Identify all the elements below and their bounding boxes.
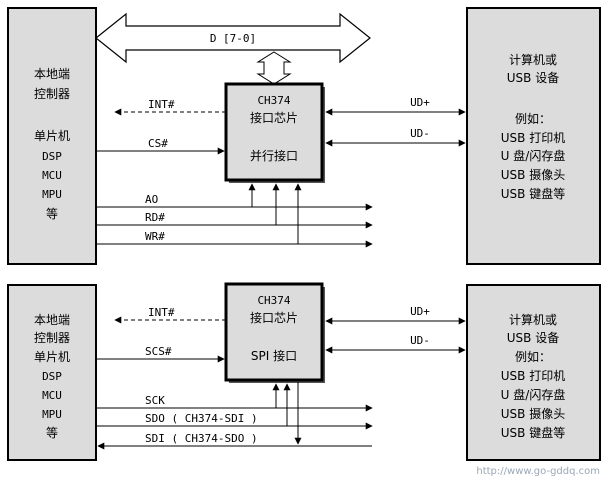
bottom-controller-text: 本地端 控制器 单片机 DSP MCU MPU 等: [34, 313, 70, 440]
bottom-diagram: 本地端 控制器 单片机 DSP MCU MPU 等 计算机或 USB 设备 例如…: [7, 282, 601, 461]
top-left-line-6: MPU: [42, 188, 62, 201]
top-left-line-4: DSP: [42, 150, 62, 163]
top-left-line-0: 本地端: [34, 67, 70, 81]
top-left-line-1: 控制器: [34, 87, 70, 101]
top-int-label: INT#: [148, 98, 175, 111]
top-chip-box: [224, 82, 324, 182]
top-a0-label: AO: [145, 193, 158, 206]
top-left-line-5: MCU: [42, 169, 62, 182]
bottom-chip-line-3: SPI 接口: [251, 348, 297, 363]
bottom-left-line-5: MPU: [42, 408, 62, 421]
top-rd-label: RD#: [145, 211, 165, 224]
bottom-sdi-label: SDI ( CH374-SDO ): [145, 432, 258, 445]
bottom-left-line-1: 控制器: [34, 331, 70, 345]
top-right-line-0: 计算机或: [509, 52, 557, 67]
top-chip-line-1: 接口芯片: [250, 110, 298, 125]
bottom-chip-line-0: CH374: [257, 294, 290, 307]
top-usb-text: 计算机或 USB 设备 例如： USB 打印机 U 盘/闪存盘 USB 摄像头 …: [501, 52, 566, 201]
bottom-right-line-4: U 盘/闪存盘: [501, 387, 566, 402]
bottom-left-line-2: 单片机: [34, 350, 70, 364]
bottom-chip-line-1: 接口芯片: [250, 310, 298, 325]
bottom-sck-label: SCK: [145, 394, 165, 407]
top-left-line-3: 单片机: [34, 129, 70, 143]
bottom-int-label: INT#: [148, 306, 175, 319]
bottom-right-line-5: USB 摄像头: [501, 406, 565, 421]
bottom-usb-text: 计算机或 USB 设备 例如： USB 打印机 U 盘/闪存盘 USB 摄像头 …: [501, 312, 566, 440]
bottom-controller-box: [7, 284, 97, 461]
top-chip-line-3: 并行接口: [250, 148, 298, 163]
bottom-left-line-4: MCU: [42, 389, 62, 402]
top-diagram: 本地端 控制器 单片机 DSP MCU MPU 等 计算机或 USB 设备 例如…: [7, 7, 601, 265]
top-right-line-7: USB 键盘等: [501, 186, 565, 201]
top-right-line-5: U 盘/闪存盘: [501, 148, 566, 163]
bottom-sdo-label: SDO ( CH374-SDI ): [145, 412, 258, 425]
bottom-right-line-0: 计算机或: [509, 312, 557, 327]
bottom-right-line-2: 例如：: [515, 349, 551, 364]
top-udp-label: UD+: [410, 96, 430, 109]
top-right-line-3: 例如：: [515, 111, 551, 126]
top-right-line-6: USB 摄像头: [501, 167, 565, 182]
watermark-text: http://www.go-gddq.com: [476, 466, 600, 477]
bottom-left-line-0: 本地端: [34, 313, 70, 327]
top-right-line-1: USB 设备: [507, 71, 559, 85]
bus-to-chip-arrow: [256, 51, 292, 85]
data-bus-label: D [7-0]: [210, 32, 256, 45]
bottom-right-line-3: USB 打印机: [501, 369, 565, 383]
top-right-line-4: USB 打印机: [501, 131, 565, 145]
bottom-right-line-6: USB 键盘等: [501, 425, 565, 440]
top-left-line-7: 等: [46, 207, 58, 221]
bottom-udm-label: UD-: [410, 334, 430, 347]
bottom-right-line-1: USB 设备: [507, 331, 559, 345]
data-bus-arrow: [95, 12, 371, 64]
top-usb-device-box: [466, 7, 601, 265]
bottom-scs-label: SCS#: [145, 345, 172, 358]
top-controller-box: [7, 7, 97, 265]
bottom-left-line-6: 等: [46, 426, 58, 440]
top-controller-text: 本地端 控制器 单片机 DSP MCU MPU 等: [34, 67, 70, 221]
bottom-udp-label: UD+: [410, 305, 430, 318]
top-wr-label: WR#: [145, 230, 165, 243]
top-chip-line-0: CH374: [257, 94, 290, 107]
top-cs-label: CS#: [148, 137, 168, 150]
bottom-chip-box: [224, 282, 324, 382]
bottom-usb-device-box: [466, 284, 601, 461]
bottom-left-line-3: DSP: [42, 370, 62, 383]
top-udm-label: UD-: [410, 127, 430, 140]
